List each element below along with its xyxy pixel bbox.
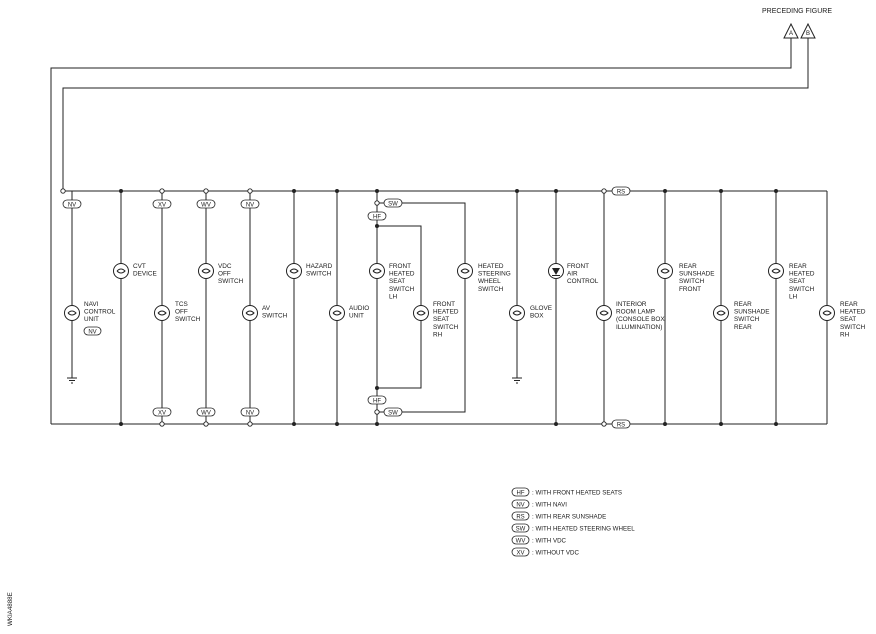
connector-a: A <box>783 22 799 39</box>
legend-item: SW : WITH HEATED STEERING WHEEL <box>511 523 635 533</box>
legend-item: XV : WITHOUT VDC <box>511 547 580 557</box>
lamp-interior-room <box>596 305 612 321</box>
lamp-rear-heated-seat-lh <box>768 263 784 279</box>
tag-sw-top: SW <box>383 198 403 208</box>
wire-feed-b <box>62 38 809 191</box>
legend-item: NV : WITH NAVI <box>511 499 567 509</box>
svg-text:XV: XV <box>158 202 166 208</box>
svg-text:NV: NV <box>68 202 76 208</box>
svg-text:RS: RS <box>617 422 625 428</box>
lamp-vdc-off-switch <box>198 263 214 279</box>
lamp-glove-box <box>509 305 525 321</box>
label-hazard-switch: HAZARD SWITCH <box>306 263 334 278</box>
label-heated-steering-wheel: HEATED STEERING WHEEL SWITCH <box>478 263 512 293</box>
tag-wv-top: WV <box>196 199 216 209</box>
preceding-figure-label: PRECEDING FIGURE <box>762 8 832 15</box>
tag-hf-bottom: HF <box>367 395 387 405</box>
label-vdc-off-switch: VDC OFF SWITCH <box>218 263 244 285</box>
lamp-audio-unit <box>329 305 345 321</box>
tag-rs-bottom: RS <box>611 419 631 429</box>
legend-item: RS : WITH REAR SUNSHADE <box>511 511 606 521</box>
svg-text:: WITHOUT VDC: : WITHOUT VDC <box>532 549 580 556</box>
figure-id: WKIA4888E <box>7 592 14 626</box>
svg-text:HF: HF <box>373 214 381 220</box>
label-rear-heated-seat-lh: REAR HEATED SEAT SWITCH LH <box>789 263 816 300</box>
svg-text:RS: RS <box>617 189 625 195</box>
label-glove-box: GLOVE BOX <box>530 305 554 320</box>
tag-xv-bottom: XV <box>152 407 172 417</box>
tag-nv-navi-top: NV <box>62 199 82 209</box>
ground-symbol-glove <box>512 377 522 384</box>
svg-text:NV: NV <box>516 502 524 508</box>
label-front-heated-seat-lh: FRONT HEATED SEAT SWITCH LH <box>389 263 416 300</box>
svg-text:SW: SW <box>388 410 398 416</box>
wire-feed-a <box>50 38 792 424</box>
svg-text:NV: NV <box>246 410 254 416</box>
tag-nv-av-bottom: NV <box>240 407 260 417</box>
connector-b: B <box>800 22 816 39</box>
diode-front-air-control <box>548 263 564 279</box>
lamp-rear-heated-seat-rh <box>819 305 835 321</box>
tag-hf-top: HF <box>367 211 387 221</box>
lamp-av-switch <box>242 305 258 321</box>
tag-xv-top: XV <box>152 199 172 209</box>
label-interior-room-lamp: INTERIOR ROOM LAMP (CONSOLE BOX ILLUMINA… <box>616 301 666 331</box>
lamp-heated-steering-wheel <box>457 263 473 279</box>
ground-symbol-navi <box>67 377 77 384</box>
svg-text:XV: XV <box>516 550 524 556</box>
svg-text:: WITH NAVI: : WITH NAVI <box>532 501 567 508</box>
svg-text:XV: XV <box>158 410 166 416</box>
svg-text:WV: WV <box>201 410 211 416</box>
svg-text:RS: RS <box>516 514 524 520</box>
tag-rs-top: RS <box>611 186 631 196</box>
tag-nv-navi-label: NV <box>83 326 102 336</box>
svg-text:NV: NV <box>246 202 254 208</box>
lamp-navi-control-unit <box>64 305 80 321</box>
label-front-heated-seat-rh: FRONT HEATED SEAT SWITCH RH <box>433 301 460 338</box>
svg-text:: WITH REAR SUNSHADE: : WITH REAR SUNSHADE <box>532 513 606 520</box>
legend: HF : WITH FRONT HEATED SEATS NV : WITH N… <box>511 487 635 557</box>
tag-nv-av-top: NV <box>240 199 260 209</box>
lamp-rear-sunshade-rear <box>713 305 729 321</box>
svg-text:: WITH FRONT HEATED SEATS: : WITH FRONT HEATED SEATS <box>532 489 622 496</box>
svg-text:A: A <box>789 31 793 37</box>
label-navi-control-unit: NAVI CONTROL UNIT <box>84 301 117 323</box>
top-junctions <box>60 188 778 228</box>
tag-sw-bottom: SW <box>383 407 403 417</box>
svg-text:WV: WV <box>201 202 211 208</box>
svg-text:HF: HF <box>517 490 525 496</box>
legend-item: WV : WITH VDC <box>511 535 567 545</box>
svg-text:SW: SW <box>388 201 398 207</box>
svg-text:WV: WV <box>516 538 526 544</box>
label-rear-sunshade-rear: REAR SUNSHADE SWITCH REAR <box>734 301 771 331</box>
label-tcs-off-switch: TCS OFF SWITCH <box>175 301 201 323</box>
lamp-tcs-off-switch <box>154 305 170 321</box>
bottom-junctions <box>119 386 778 427</box>
lamp-hazard-switch <box>286 263 302 279</box>
label-av-switch: AV SWITCH <box>262 305 288 320</box>
svg-text:SW: SW <box>516 526 526 532</box>
lamp-front-heated-seat-lh <box>369 263 385 279</box>
svg-text:: WITH HEATED STEERING WHEEL: : WITH HEATED STEERING WHEEL <box>532 525 635 532</box>
svg-text:NV: NV <box>88 329 96 335</box>
tag-wv-bottom: WV <box>196 407 216 417</box>
label-front-air-control: FRONT AIR CONTROL <box>567 263 599 285</box>
svg-text:HF: HF <box>373 398 381 404</box>
label-audio-unit: AUDIO UNIT <box>349 305 371 320</box>
svg-text:: WITH VDC: : WITH VDC <box>532 537 567 544</box>
svg-text:B: B <box>806 31 810 37</box>
legend-item: HF : WITH FRONT HEATED SEATS <box>511 487 622 497</box>
lamp-rear-sunshade-front <box>657 263 673 279</box>
label-rear-heated-seat-rh: REAR HEATED SEAT SWITCH RH <box>840 301 867 338</box>
label-cvt-device: CVT DEVICE <box>133 263 157 278</box>
lamp-front-heated-seat-rh <box>413 305 429 321</box>
lamp-cvt-device <box>113 263 129 279</box>
label-rear-sunshade-front: REAR SUNSHADE SWITCH FRONT <box>679 263 716 293</box>
